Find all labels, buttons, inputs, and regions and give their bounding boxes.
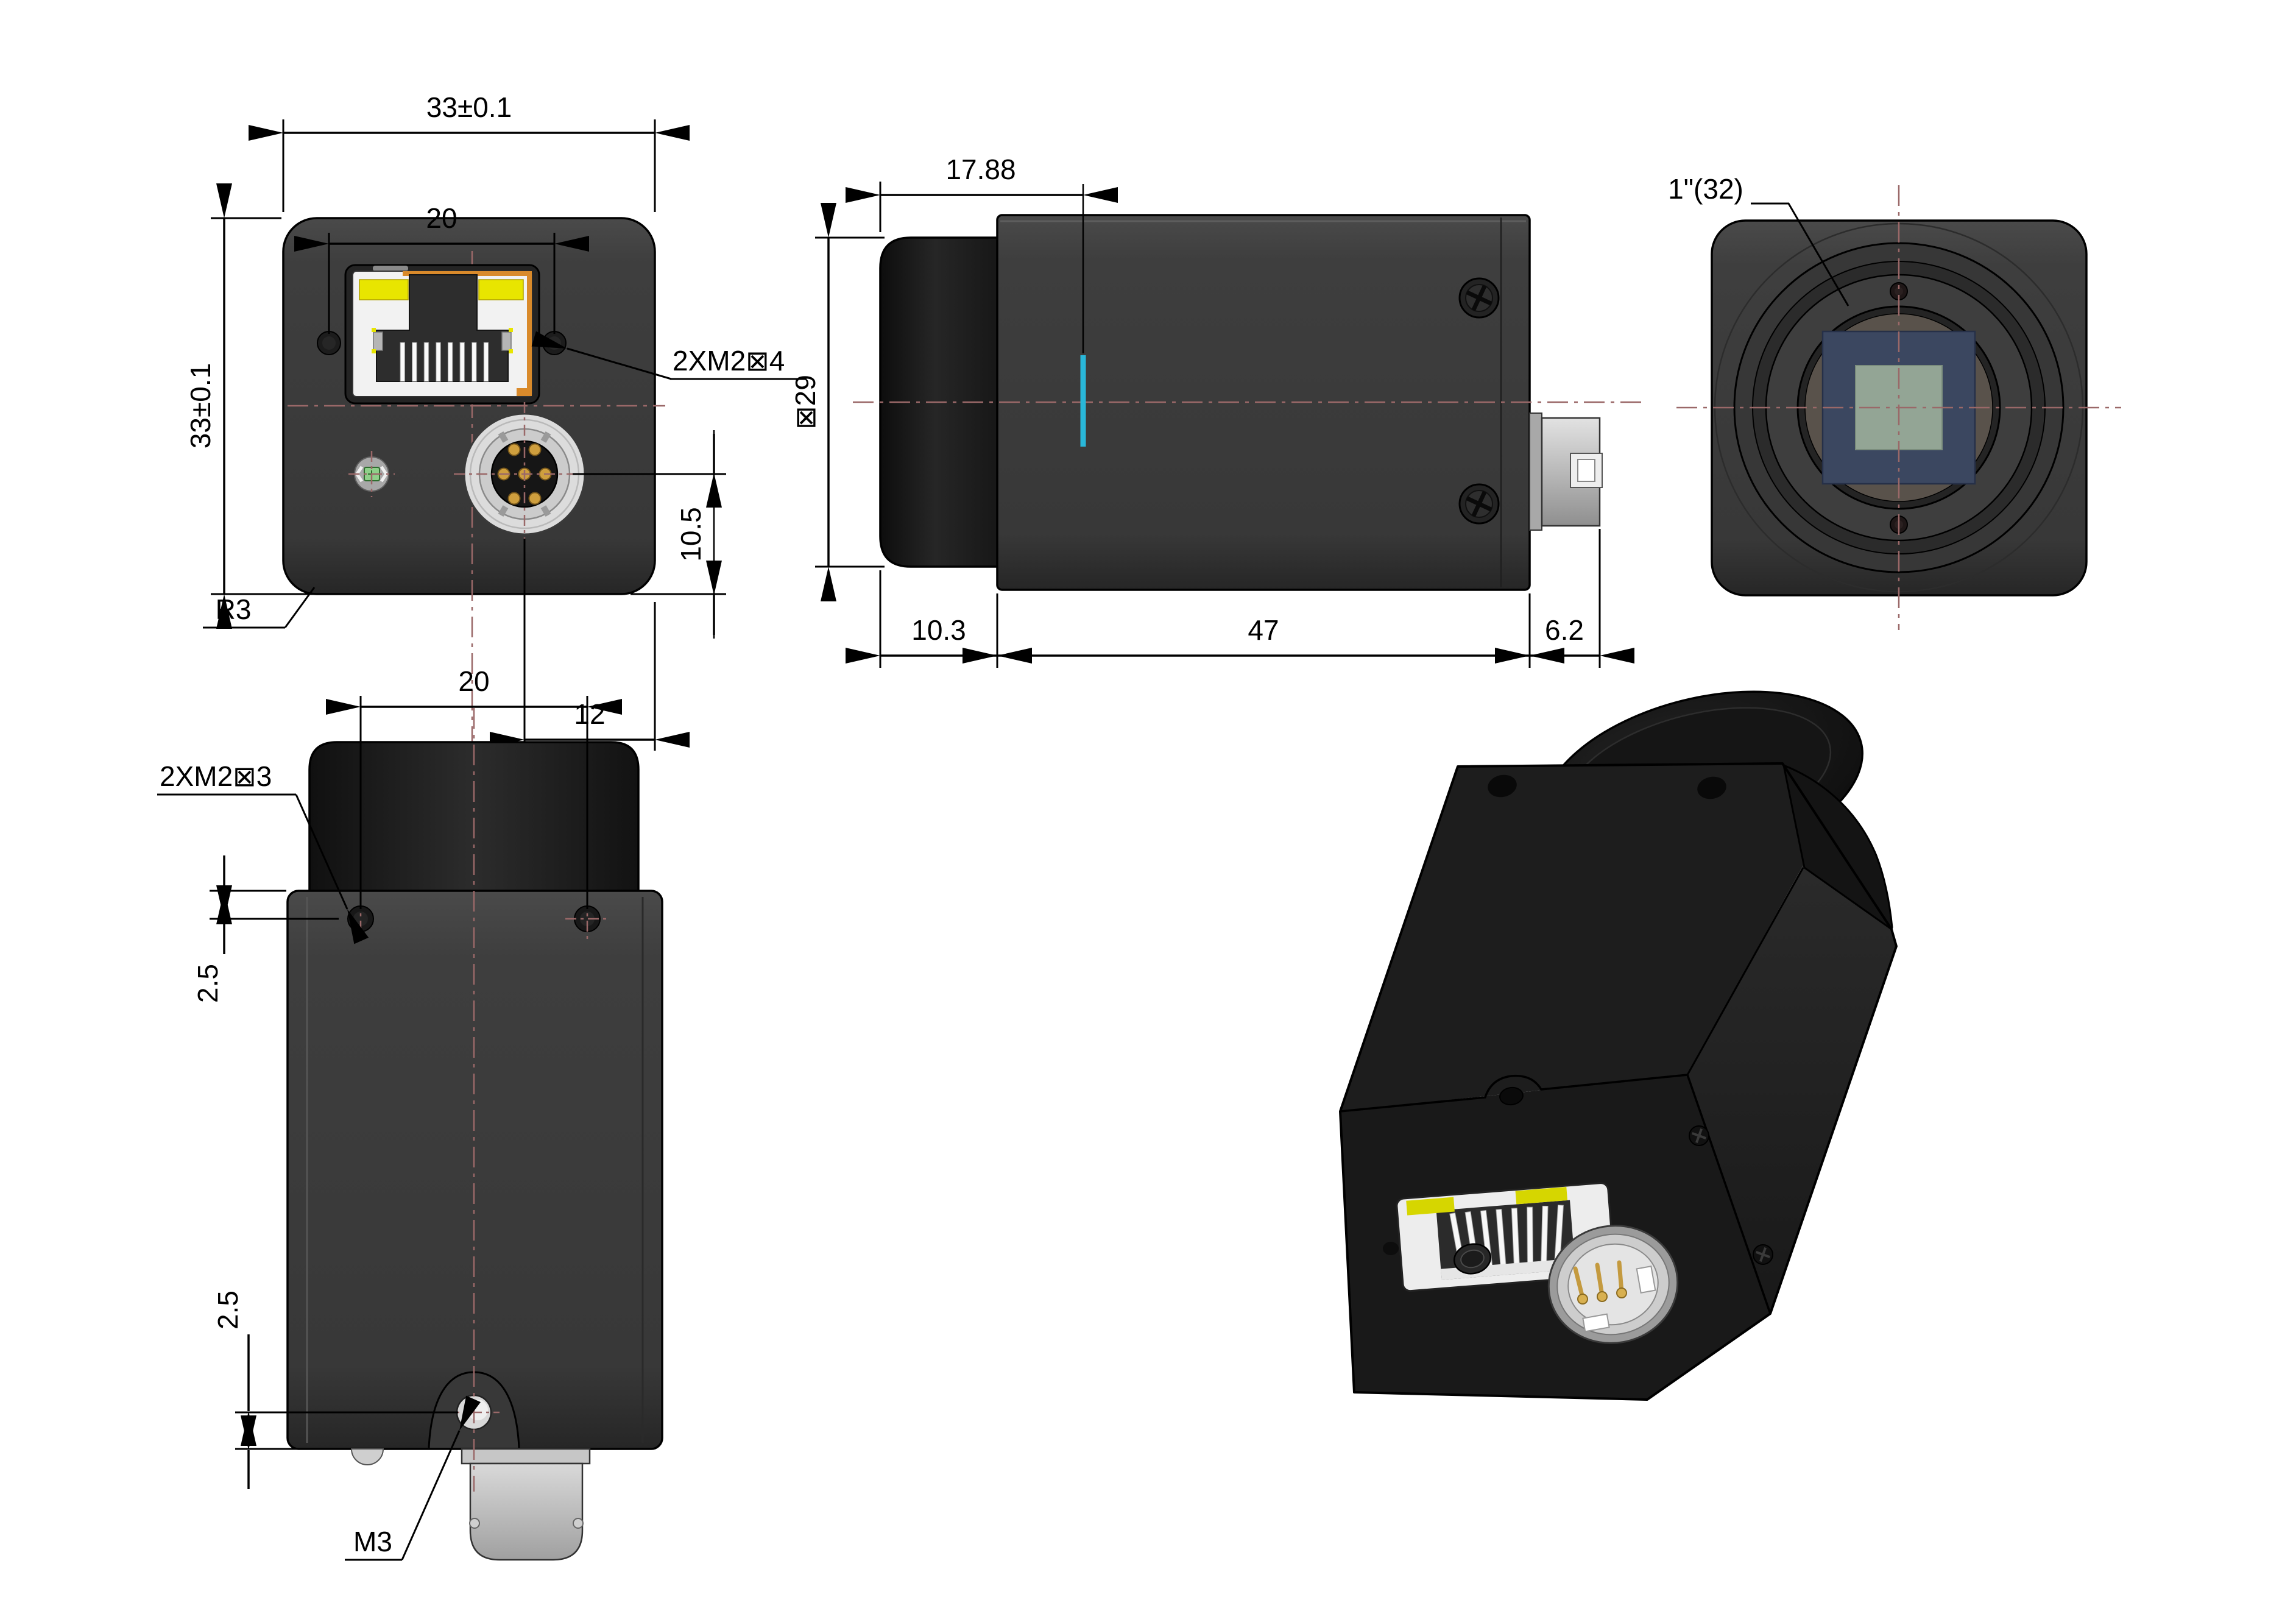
rj45-pins [400,342,489,382]
dim-side-connector-length-label: 6.2 [1545,614,1584,646]
led-indicator-icon [348,451,395,497]
dimension-rear-width: 33±0.1 [249,91,690,212]
power-connector-side-icon [1529,412,1603,531]
dimension-rear-connector-vertical: 10.5 [573,430,726,639]
leader-rear-thread-note: 2XM2⊠4 [531,331,807,380]
iso-crease [1686,867,1804,1075]
dimension-side-lens-diameter: ⊠29 [789,203,885,601]
dim-bottom-m3-edge-label: 2.5 [212,1291,244,1330]
iso-rear-hole-left [1383,1242,1399,1255]
iso-rj45-led-left [1406,1197,1455,1216]
dim-side-flange-label: 17.88 [945,154,1016,185]
rj45-led-right [478,279,524,300]
rear-thread-note-label: 2XM2⊠4 [673,345,785,377]
iso-power-connector-icon [1547,1225,1679,1344]
dim-rear-hole-spacing-label: 20 [426,202,457,234]
screw-hole-right [542,331,567,355]
rj45-connector-icon [344,264,540,405]
bottom-view: 20 2XM2⊠3 2.5 2.5 M3 [157,665,663,1561]
dimension-bottom-hole-edge: 2.5 [192,855,339,1003]
bottom-thread-note-label: 2XM2⊠3 [160,760,272,792]
dim-side-lens-length-label: 10.3 [911,614,966,646]
iso-m3-hole [1499,1086,1524,1106]
side-view: 17.88 ⊠29 10.3 47 6.2 [789,154,1645,668]
screw-hole-left [317,331,341,355]
rj45-orange-strip [403,271,532,276]
camera-body-bottom [286,890,663,1450]
dimension-bottom-hole-spacing: 20 [326,665,622,909]
power-connector-icon [454,402,598,550]
dimension-bottom-m3-edge: 2.5 [212,1291,458,1489]
rear-view: 33±0.1 20 33±0.1 2XM2⊠4 R3 [185,91,807,751]
lens-barrel-bottom [308,741,640,892]
dim-bottom-hole-spacing-label: 20 [458,665,489,697]
iso-top-face [1340,763,1803,1111]
leader-rear-corner-radius: R3 [203,587,316,629]
iso-right-face-screws [1689,1125,1773,1265]
dim-rear-width-label: 33±0.1 [426,91,512,123]
dimension-side-lengths: 10.3 47 6.2 [846,529,1634,668]
leader-bottom-m3: M3 [345,1395,481,1561]
screw-side-top [1458,277,1500,319]
iso-led-hole [1453,1243,1492,1275]
iso-fold-right [1686,1074,1771,1314]
dimension-rear-height: 33±0.1 [185,183,370,629]
bottom-m3-label: M3 [353,1526,392,1557]
led-bump-bottom [350,1448,384,1465]
dim-rear-height-label: 33±0.1 [185,363,216,448]
front-mount-label: 1"(32) [1668,173,1743,205]
iso-rj45-led-right [1515,1187,1568,1205]
dim-side-body-length-label: 47 [1248,614,1279,646]
dim-bottom-hole-edge-label: 2.5 [192,964,224,1003]
iso-top-hole-left [1488,774,1517,798]
iso-fold-top [1340,1074,1688,1113]
rj45-led-left [359,279,409,300]
rear-corner-radius-label: R3 [216,593,252,625]
iso-top-hole-right [1697,776,1726,799]
dim-side-lens-dia-label: ⊠29 [789,375,821,430]
screw-side-bottom [1458,483,1500,525]
leader-bottom-thread-note: 2XM2⊠3 [157,760,369,944]
dim-rear-connector-horizontal-label: 12 [574,698,605,730]
dimension-side-flange-to-sensor: 17.88 [846,154,1118,232]
isometric-view [1339,690,1898,1401]
iso-right-face [1687,763,1896,1314]
iso-connector-pins [1573,1260,1624,1300]
iso-silhouette [1339,762,1898,1401]
dimension-rear-hole-spacing: 20 [294,202,589,334]
power-connector-bottom-icon [461,1448,591,1561]
dim-rear-connector-vertical-label: 10.5 [675,507,707,562]
leader-front-mount: 1"(32) [1668,173,1849,306]
front-view: 1"(32) [1668,173,2121,630]
